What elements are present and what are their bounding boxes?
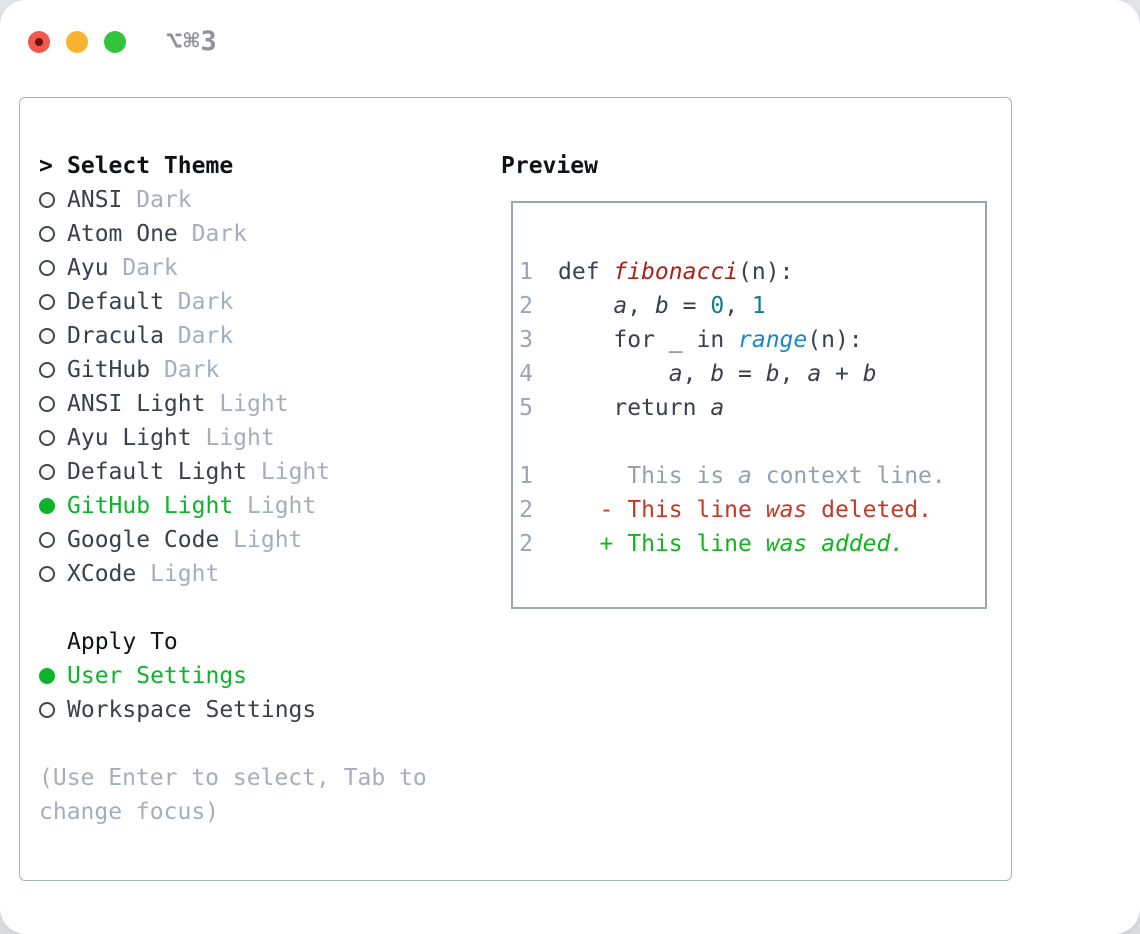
theme-variant-label: Light [233,527,303,553]
theme-name: Default [67,289,178,315]
radio-icon[interactable] [39,192,55,208]
theme-option[interactable]: Default Light Light [39,455,427,489]
preview-heading: Preview [501,153,598,179]
radio-icon[interactable] [39,566,55,582]
line-content: a, b = b, a + b [668,361,877,387]
theme-option[interactable]: Ayu Dark [39,251,427,285]
line-content: - This line was deleted. [558,497,932,523]
line-number: 4 [519,361,533,387]
line-number: 1 [519,259,533,285]
line-number: 3 [519,327,533,353]
apply-to-label: User Settings [67,663,248,689]
code-line: 2 a, b = 0, 1 [513,289,985,323]
select-theme-heading-row: > Select Theme [39,149,427,183]
line-content: + This line was added. [558,531,905,557]
theme-option[interactable]: ANSI Dark [39,183,427,217]
theme-name: Atom One [67,221,192,247]
theme-variant-label: Dark [177,323,234,349]
code-line: 3 for _ in range(n): [513,323,985,357]
radio-icon[interactable] [39,294,55,310]
theme-option[interactable]: ANSI Light Light [39,387,427,421]
radio-icon[interactable] [39,464,55,480]
theme-variant-label: Dark [177,289,234,315]
theme-option[interactable]: Google Code Light [39,523,427,557]
apply-to-heading: Apply To [67,629,178,655]
theme-name: Ayu Light [67,425,206,451]
line-number: 5 [519,395,533,421]
apply-to-option[interactable]: User Settings [39,659,427,693]
keyboard-hint: change focus) [39,799,220,825]
radio-icon[interactable] [39,362,55,378]
radio-icon[interactable] [39,260,55,276]
theme-name: GitHub Light [67,493,248,519]
theme-variant-label: Light [219,391,289,417]
radio-icon[interactable] [39,226,55,242]
line-number: 2 [519,531,533,557]
theme-option[interactable]: Atom One Dark [39,217,427,251]
theme-option[interactable]: GitHub Light Light [39,489,427,523]
theme-name: Ayu [67,255,123,281]
radio-icon[interactable] [39,702,55,718]
line-content: This is a context line. [558,463,946,489]
theme-variant-label: Dark [136,187,192,213]
theme-option[interactable]: XCode Light [39,557,427,591]
apply-to-label: Workspace Settings [67,697,317,723]
theme-option[interactable]: GitHub Dark [39,353,427,387]
line-content: def fibonacci(n): [558,259,794,285]
line-number: 2 [519,293,533,319]
theme-name: GitHub [67,357,164,383]
cursor-icon: > [39,153,53,179]
theme-option[interactable]: Ayu Light Light [39,421,427,455]
code-line: 4 a, b = b, a + b [513,357,985,391]
theme-name: XCode [67,561,151,587]
radio-icon[interactable] [39,430,55,446]
line-number: 2 [519,497,533,523]
diff-line: 2 - This line was deleted. [513,493,985,527]
radio-selected-icon[interactable] [39,498,55,514]
diff-line: 2 + This line was added. [513,527,985,561]
radio-icon[interactable] [39,532,55,548]
theme-variant-label: Dark [122,255,178,281]
theme-variant-label: Light [205,425,275,451]
radio-icon[interactable] [39,396,55,412]
blank-line [513,425,985,459]
line-number [519,425,533,459]
close-button[interactable] [28,30,50,53]
select-theme-heading: Select Theme [67,153,234,179]
theme-variant-label: Dark [191,221,248,247]
diff-line: 1 This is a context line. [513,459,985,493]
theme-variant-label: Light [150,561,220,587]
line-content: a, b = 0, 1 [613,293,766,319]
line-content: for _ in range(n): [558,327,863,353]
code-line: 1 def fibonacci(n): [513,255,985,289]
keyboard-hint: (Use Enter to select, Tab to [39,765,427,791]
apply-to-heading-row: Apply To [39,625,427,659]
radio-selected-icon[interactable] [39,668,55,684]
theme-name: Default Light [67,459,261,485]
theme-variant-label: Dark [163,357,220,383]
theme-variant-label: Light [260,459,331,485]
theme-option[interactable]: Default Dark [39,285,427,319]
code-line: 5 return a [513,391,985,425]
apply-to-option[interactable]: Workspace Settings [39,693,427,727]
theme-name: ANSI [67,187,137,213]
theme-option[interactable]: Dracula Dark [39,319,427,353]
minimize-button[interactable] [66,30,88,53]
theme-name: ANSI Light [67,391,220,417]
line-content: return a [558,395,725,421]
titlebar: ⌥⌘3 [28,26,218,57]
theme-name: Google Code [67,527,234,553]
spacer-row [39,727,427,761]
line-number: 1 [519,463,533,489]
window-title: ⌥⌘3 [166,26,218,57]
spacer-row [39,591,427,625]
theme-variant-label: Light [247,493,317,519]
theme-name: Dracula [67,323,178,349]
radio-icon[interactable] [39,328,55,344]
zoom-button[interactable] [104,30,126,53]
